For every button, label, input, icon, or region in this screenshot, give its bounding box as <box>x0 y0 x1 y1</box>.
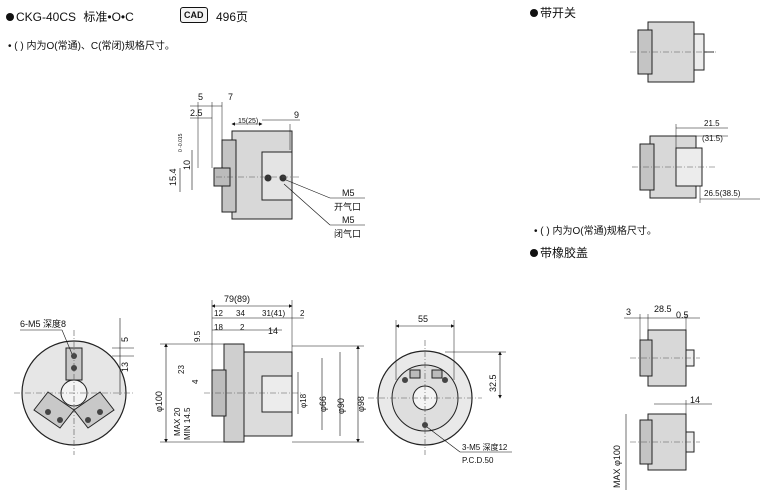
side-min14-5: MIN 14.5 <box>183 407 192 440</box>
side-dim-12: 12 <box>214 309 223 318</box>
top-dim-7: 7 <box>228 92 233 102</box>
port-open-size: M5 <box>342 188 355 198</box>
header-model: CKG-40CS 标准•O•C <box>6 8 134 25</box>
switch-view: 21.5 (31.5) 26.5(38.5) <box>630 21 760 203</box>
top-dim-10: 10 <box>182 160 192 170</box>
rear-view: 55 32.5 3-M5 深度12 P.C.D.50 <box>368 314 512 465</box>
top-dim-9: 9 <box>294 110 299 120</box>
side-phi18: φ18 <box>299 393 308 408</box>
front-tap: 6-M5 深度8 <box>20 318 66 329</box>
side-phi90: φ90 <box>336 398 346 414</box>
side-max20: MAX 20 <box>173 407 182 436</box>
side-dim-14: 14 <box>268 326 278 336</box>
front-view: 6-M5 深度8 5 13 <box>14 318 134 455</box>
cover-dim-3: 3 <box>626 307 631 317</box>
side-dim-9-5: 9.5 <box>193 330 202 342</box>
switch-dim-31-5: (31.5) <box>702 134 723 143</box>
top-dim-15: 15(25) <box>238 118 258 125</box>
side-dim-4: 4 <box>191 379 200 384</box>
port-close-icon <box>279 174 287 182</box>
cover-dim-0-5: 0.5 <box>676 310 689 320</box>
bullet-icon <box>530 9 538 17</box>
side-dim-31: 31(41) <box>262 309 285 318</box>
switch-title: 带开关 <box>530 4 576 21</box>
front-dim-13: 13 <box>120 362 130 372</box>
cover-max-phi100: MAX φ100 <box>612 445 622 488</box>
top-dim-5: 5 <box>198 92 203 102</box>
side-dim-23: 23 <box>177 365 186 374</box>
cad-icon[interactable]: CAD <box>180 5 208 23</box>
cover-dim-28-5: 28.5 <box>654 304 672 314</box>
front-dim-5: 5 <box>120 337 130 342</box>
side-dim-79: 79(89) <box>224 294 250 304</box>
page-ref[interactable]: 496页 <box>216 10 249 24</box>
note-main: • ( ) 内为O(常通)、C(常闭)规格尺寸。 <box>8 41 175 52</box>
side-dim-18: 18 <box>214 323 223 332</box>
cover-dim-14: 14 <box>690 395 700 405</box>
top-dim-2-5: 2.5 <box>190 108 203 118</box>
side-phi98: φ98 <box>356 396 366 412</box>
switch-dim-26-5: 26.5(38.5) <box>704 189 741 198</box>
side-dim-2: 2 <box>300 309 305 318</box>
bullet-icon <box>6 13 14 21</box>
side-view: 79(89) 12 34 31(41) 2 18 2 14 9.5 23 4 φ… <box>154 294 366 443</box>
port-close-size: M5 <box>342 215 355 225</box>
top-dim-15-4: 15.4 <box>168 168 178 186</box>
switch-dim-21-5: 21.5 <box>704 119 720 128</box>
bullet-icon <box>530 249 538 257</box>
side-rear <box>261 375 293 413</box>
port-open-icon <box>264 174 272 182</box>
side-phi100: φ100 <box>154 391 164 412</box>
cover-view: 3 28.5 0.5 14 MAX φ100 <box>612 304 712 490</box>
cover-title: 带橡胶盖 <box>530 244 588 261</box>
port-close-label: 闭气口 <box>334 228 361 239</box>
switch-note: • ( ) 内为O(常通)规格尺寸。 <box>534 226 657 237</box>
rear-tap: 3-M5 深度12 <box>462 442 508 452</box>
standard-label: 标准•O•C <box>83 10 134 24</box>
side-dim-2b: 2 <box>240 323 245 332</box>
port-open-label: 开气口 <box>334 201 361 212</box>
rear-dim-32-5: 32.5 <box>488 374 498 392</box>
side-dim-34: 34 <box>236 309 245 318</box>
side-phi66: φ66 <box>318 396 328 412</box>
top-tol-10: 0 -0.015 <box>178 133 184 152</box>
rear-dim-55: 55 <box>418 314 428 324</box>
top-view: 5 7 2.5 15(25) 9 15.4 10 0 -0.015 M5 开气口… <box>168 92 365 239</box>
rear-pcd: P.C.D.50 <box>462 456 494 465</box>
